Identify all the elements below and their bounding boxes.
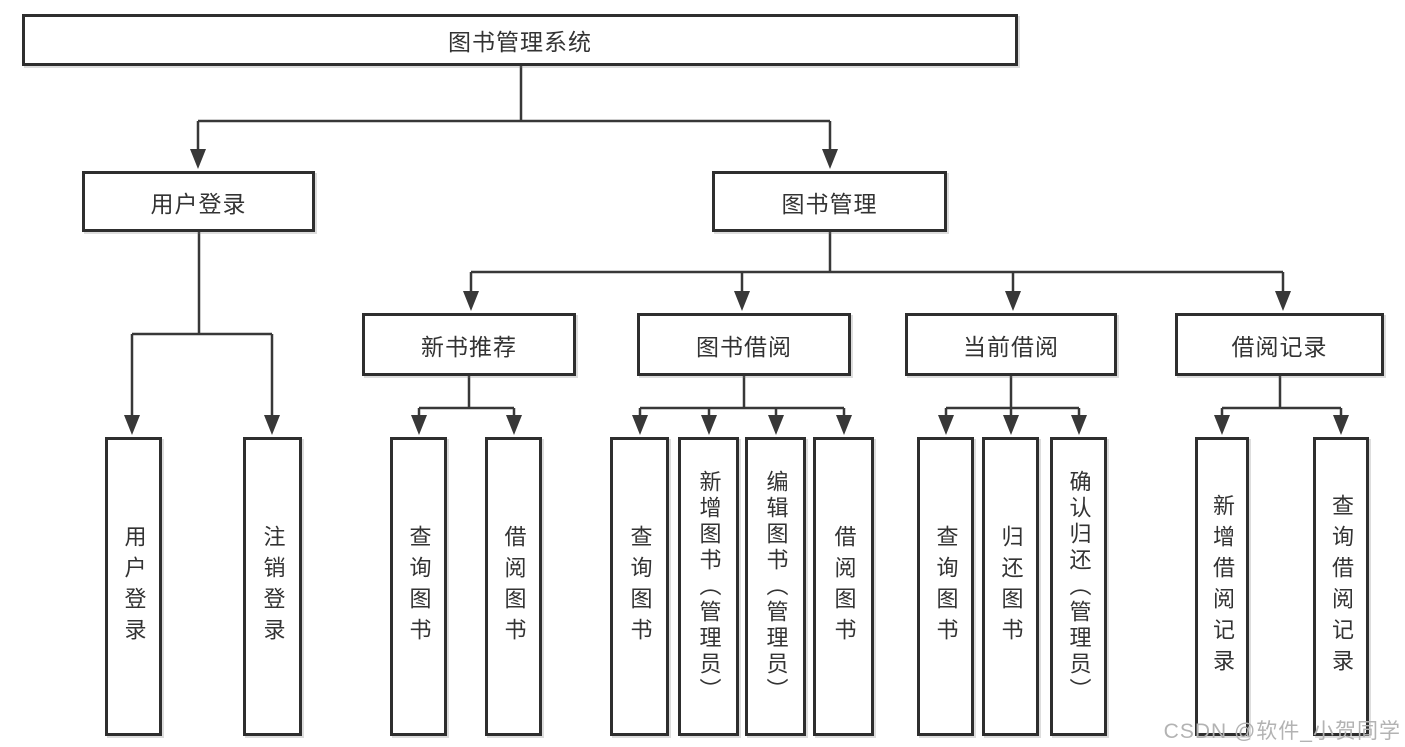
leaf-add-borrow-record: 新增借阅记录 xyxy=(1195,437,1249,736)
csdn-watermark: CSDN @软件_小贺同学 xyxy=(1163,720,1401,743)
leaf-label: 注销登录 xyxy=(260,524,286,649)
node-current-borrow: 当前借阅 xyxy=(905,313,1117,376)
leaf-label: 借阅图书 xyxy=(831,524,857,649)
leaf-search-borrow-record: 查询借阅记录 xyxy=(1313,437,1369,736)
leaf-label: 用户登录 xyxy=(121,524,147,649)
leaf-return-books: 归还图书 xyxy=(982,437,1039,736)
leaf-label: 借阅图书 xyxy=(501,524,527,649)
leaf-label: 查询图书 xyxy=(406,524,432,649)
leaf-search-books-1: 查询图书 xyxy=(390,437,447,736)
node-book-borrow: 图书借阅 xyxy=(637,313,851,376)
connector-bookmgmt-to-level3 xyxy=(463,232,1291,311)
node-borrow-records: 借阅记录 xyxy=(1175,313,1384,376)
connector-newbooks-to-leaves xyxy=(411,376,522,435)
leaf-label: 编辑图书（管理员） xyxy=(763,469,789,704)
leaf-label: 查询图书 xyxy=(627,524,653,649)
leaf-label: 确认归还（管理员） xyxy=(1066,469,1092,704)
leaf-edit-books-admin: 编辑图书（管理员） xyxy=(745,437,806,736)
leaf-logout: 注销登录 xyxy=(243,437,302,736)
leaf-add-books-admin: 新增图书（管理员） xyxy=(678,437,739,736)
node-root-library-system: 图书管理系统 xyxy=(22,14,1018,66)
leaf-borrow-books-2: 借阅图书 xyxy=(813,437,874,736)
leaf-label: 归还图书 xyxy=(998,524,1024,649)
connector-borrow-to-leaves xyxy=(632,376,852,435)
leaf-label: 查询借阅记录 xyxy=(1329,493,1354,680)
leaf-label: 新增图书（管理员） xyxy=(696,469,722,704)
node-user-login: 用户登录 xyxy=(82,171,315,232)
leaf-user-login: 用户登录 xyxy=(105,437,162,736)
node-book-management: 图书管理 xyxy=(712,171,947,232)
connector-root-to-level2 xyxy=(190,66,838,169)
leaf-borrow-books-1: 借阅图书 xyxy=(485,437,542,736)
connector-records-to-leaves xyxy=(1214,376,1349,435)
connector-current-to-leaves xyxy=(938,376,1087,435)
leaf-label: 新增借阅记录 xyxy=(1210,493,1235,680)
leaf-label: 查询图书 xyxy=(933,524,959,649)
node-new-book-recommend: 新书推荐 xyxy=(362,313,576,376)
leaf-confirm-return-admin: 确认归还（管理员） xyxy=(1050,437,1107,736)
leaf-search-books-3: 查询图书 xyxy=(917,437,974,736)
leaf-search-books-2: 查询图书 xyxy=(610,437,669,736)
connector-userlogin-to-leaves xyxy=(124,232,280,435)
